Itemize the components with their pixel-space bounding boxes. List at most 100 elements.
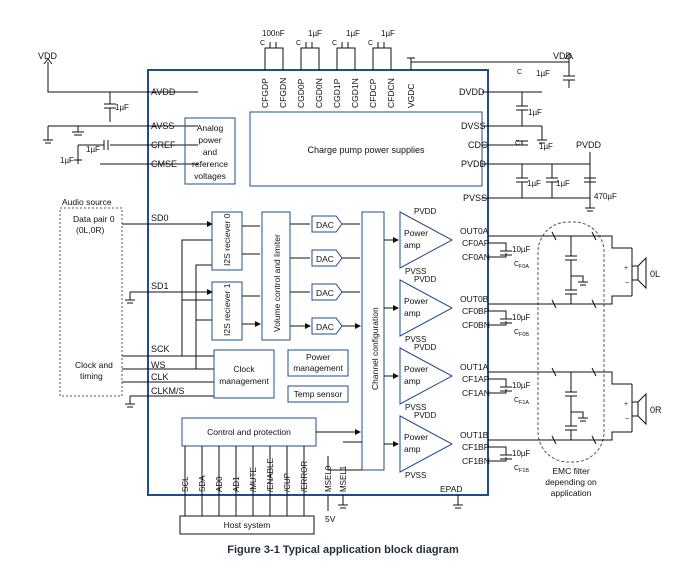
- clock-label: Clock and: [75, 360, 113, 370]
- charge-pump-block: [249, 111, 483, 187]
- svg-text:Volume control and limiter: Volume control and limiter: [272, 234, 282, 332]
- charge-pump-label: Charge pump power supplies: [307, 145, 425, 155]
- cap-pvdd-1uF-b: 1µF: [556, 179, 570, 188]
- svg-text:DAC: DAC: [316, 220, 334, 230]
- svg-text:CFGDN: CFGDN: [278, 78, 288, 108]
- audio-source-box: [59, 207, 123, 397]
- cap-top-1uF-a: 1µF: [308, 29, 322, 38]
- vdd-right-label: VDD: [553, 51, 573, 61]
- amp-cap-sub: F0B: [519, 332, 529, 338]
- svg-text:CFDCN: CFDCN: [386, 78, 396, 108]
- pin-dvss: DVSS: [461, 121, 486, 131]
- cap-cref-label: 1µF: [86, 145, 100, 154]
- amp-10uF-label: 10µF: [512, 449, 531, 458]
- pin-dvdd: DVDD: [459, 87, 485, 97]
- svg-text:DAC: DAC: [316, 254, 334, 264]
- figure-caption: Figure 3-1 Typical application block dia…: [227, 544, 459, 556]
- amp-label-amp: amp: [404, 240, 421, 250]
- svg-text:management: management: [293, 363, 343, 373]
- top-pins: CFGDP CFGDN CGD0P CGD0N CGD1P CGD1N CFDC…: [260, 78, 416, 108]
- pin-pvss: PVSS: [463, 193, 487, 203]
- amp-triangle: [399, 211, 454, 269]
- svg-text:+: +: [624, 265, 628, 272]
- amp-pvss: PVSS: [405, 471, 426, 480]
- cap-top-1uF-b: 1µF: [346, 29, 360, 38]
- svg-text:C: C: [517, 69, 522, 76]
- amp-label-power: Power: [404, 228, 428, 238]
- svg-text:MSEL1: MSEL1: [339, 465, 348, 492]
- amp-triangle: [399, 415, 454, 473]
- amp-cfn-pin: CF0AN: [462, 252, 490, 262]
- svg-text:DAC: DAC: [316, 322, 334, 332]
- pin-cdc: CDC: [468, 140, 488, 150]
- amp-out-pin: OUT1A: [460, 362, 489, 372]
- amp-out-pin: OUT0B: [460, 294, 489, 304]
- pin-sck: SCK: [151, 344, 170, 354]
- svg-text:I2S reciever 0: I2S reciever 0: [222, 213, 232, 266]
- speaker-0l-label: 0L: [650, 269, 660, 279]
- power-mgmt-block: [287, 349, 349, 377]
- emc-line2: depending on: [545, 477, 597, 487]
- amp-cfp-pin: CF1AP: [462, 374, 490, 384]
- svg-text:CGD0N: CGD0N: [314, 78, 324, 108]
- analog-line4: reference: [192, 159, 228, 169]
- amp-cfn-pin: CF1BN: [462, 456, 490, 466]
- amp-pvdd: PVDD: [414, 275, 436, 284]
- vdd-left-label: VDD: [38, 51, 58, 61]
- amp-label-amp: amp: [404, 444, 421, 454]
- svg-text:Channel configuration: Channel configuration: [370, 307, 380, 390]
- amp-label-power: Power: [404, 296, 428, 306]
- analog-line2: power: [198, 135, 221, 145]
- svg-text:MSEL0: MSEL0: [324, 465, 333, 492]
- amp-out-pin: OUT0A: [460, 226, 489, 236]
- five-v-label: 5V: [325, 514, 336, 524]
- analog-line5: voltages: [194, 171, 226, 181]
- svg-text:C: C: [260, 40, 265, 47]
- clock-mgmt-block: [213, 349, 275, 399]
- speaker-0l: 0L + −: [624, 248, 660, 296]
- data-pair-sub: (0L,0R): [76, 225, 105, 235]
- svg-text:VGDC: VGDC: [406, 83, 416, 108]
- amp-10uF-label: 10µF: [512, 381, 531, 390]
- amp-cap-sub: F0A: [519, 264, 529, 270]
- host-system-block: [179, 515, 315, 535]
- cap-top-1uF-c: 1µF: [381, 29, 395, 38]
- cap-pvdd-1uF-a: 1µF: [527, 179, 541, 188]
- amp-cap-label: C: [514, 397, 519, 404]
- svg-text:Control and protection: Control and protection: [207, 427, 291, 437]
- svg-text:Temp sensor: Temp sensor: [294, 389, 343, 399]
- amp-10uF-label: 10µF: [512, 245, 531, 254]
- amp-pvss: PVSS: [405, 267, 426, 276]
- emc-filter-region: [537, 221, 605, 463]
- cap-dvdd-1uF: 1µF: [528, 108, 542, 117]
- cap-100nF: 100nF: [262, 29, 285, 38]
- i2s-receiver-0: [211, 211, 243, 271]
- pin-pvdd: PVDD: [461, 159, 487, 169]
- amp-label-amp: amp: [404, 308, 421, 318]
- chip-outline: [147, 69, 489, 496]
- svg-text:C: C: [368, 40, 373, 47]
- svg-text:−: −: [625, 416, 629, 423]
- amp-cfp-pin: CF0AP: [462, 238, 490, 248]
- svg-text:DAC: DAC: [316, 288, 334, 298]
- svg-text:management: management: [219, 376, 269, 386]
- pin-sd0: SD0: [151, 213, 169, 223]
- amp-10uF-label: 10µF: [512, 313, 531, 322]
- dac-blocks: DAC DAC DAC DAC: [311, 215, 343, 335]
- svg-text:CFGDP: CFGDP: [260, 78, 270, 108]
- svg-text:I2S reciever 1: I2S reciever 1: [222, 283, 232, 336]
- temp-sensor-block: [287, 385, 349, 403]
- svg-text:C: C: [332, 40, 337, 47]
- data-pair-label: Data pair 0: [73, 214, 115, 224]
- analog-line1: Analog: [197, 123, 224, 133]
- pin-clkms: CLKM/S: [151, 386, 185, 396]
- cap-pvdd-470uF: 470µF: [594, 192, 617, 201]
- amp-cfp-pin: CF0BP: [462, 306, 490, 316]
- amp-cfp-pin: CF1BP: [462, 442, 490, 452]
